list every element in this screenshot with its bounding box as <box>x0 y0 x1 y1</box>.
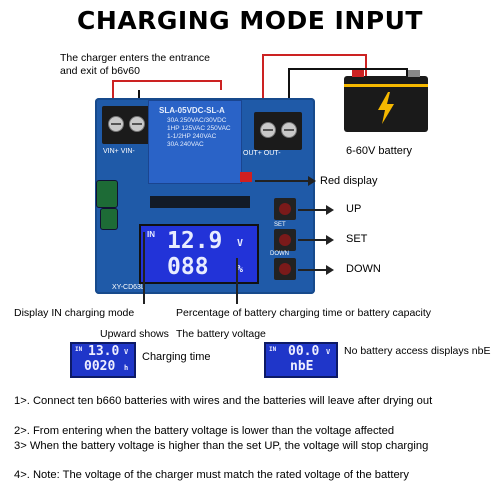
mini-lcd-tag: IN <box>269 346 277 353</box>
page-title: CHARGING MODE INPUT <box>77 6 423 35</box>
note-2: 2>. From entering when the battery volta… <box>14 425 395 437</box>
red-led-display <box>240 172 252 182</box>
arrow-head <box>326 205 334 215</box>
wire-out-neg-drop <box>406 68 408 80</box>
pointer-set <box>298 239 328 241</box>
set-button[interactable] <box>274 229 296 251</box>
lcd-in-tag: IN <box>147 230 155 239</box>
relay-model: SLA-05VDC-SL-A <box>159 106 225 115</box>
relay: SLA-05VDC-SL-A 30A 250VAC/30VDC 1HP 125V… <box>148 100 242 184</box>
red-display-label: Red display <box>320 175 378 187</box>
mini-lcd-charging-time: IN 13.0 V 0020 h <box>70 342 136 378</box>
lcd-display: IN 12.9 V 088 % <box>139 224 259 284</box>
wire-in-top <box>112 80 222 82</box>
mini-lcd-top: 00.0 <box>288 344 320 359</box>
wire-in-right <box>220 80 222 90</box>
note-1: 1>. Connect ten b660 batteries with wire… <box>14 395 433 407</box>
lightning-bolt-icon <box>378 92 394 124</box>
display-in-label: Display IN charging mode <box>14 307 135 319</box>
wire-out-neg <box>288 68 290 114</box>
upward-shows-label: Upward shows <box>100 328 169 340</box>
input-terminal <box>102 106 150 144</box>
up-button[interactable] <box>274 198 296 220</box>
note-4: 4>. Note: The voltage of the charger mus… <box>14 469 410 481</box>
relay-line: 1-1/2HP 240VAC <box>167 133 217 140</box>
wire-out-pos <box>262 54 264 114</box>
mini-lcd-bottom-unit: h <box>124 364 129 372</box>
lcd-voltage-unit: V <box>237 238 244 249</box>
down-button-label: DOWN <box>270 251 289 257</box>
wire-out-top <box>262 54 367 56</box>
arrow-head <box>326 265 334 275</box>
terminal-in-label: VIN+ VIN- <box>103 148 135 155</box>
wire-out-drop <box>365 54 367 80</box>
pointer-down <box>298 269 328 271</box>
model-label: XY-CD63L <box>112 284 145 291</box>
terminal-out-label: OUT+ OUT- <box>243 150 281 157</box>
mini-lcd-top: 13.0 <box>88 344 120 359</box>
pin-header <box>150 196 250 208</box>
mini-lcd-bottom: 0020 <box>84 359 116 374</box>
pointer-percentage <box>236 258 238 304</box>
relay-line: 1HP 125VAC 250VAC <box>167 125 231 132</box>
percentage-label: Percentage of battery charging time or b… <box>176 307 432 319</box>
mini-lcd-bottom: nbE <box>290 359 314 374</box>
down-button[interactable] <box>274 258 296 280</box>
battery-voltage-range: 6-60V battery <box>346 145 413 157</box>
relay-line: 30A 240VAC <box>167 141 204 148</box>
wire-in-left <box>112 80 114 112</box>
mini-lcd-tag: IN <box>75 346 83 353</box>
car-battery-icon <box>344 70 428 132</box>
wire-out-neg-top <box>288 68 408 70</box>
pointer-red-display <box>255 180 313 182</box>
capacitor <box>100 208 118 230</box>
mini-lcd-top-unit: V <box>124 348 129 356</box>
set-button-label: SET <box>274 222 286 228</box>
note-3: 3> When the battery voltage is higher th… <box>14 440 429 452</box>
up-label: UP <box>346 203 362 215</box>
charger-entrance-label: The charger enters the entrance and exit… <box>60 52 211 77</box>
relay-line: 30A 250VAC/30VDC <box>167 117 227 124</box>
down-label: DOWN <box>346 263 381 275</box>
lcd-voltage-value: 12.9 <box>167 228 223 254</box>
pointer-display-in <box>143 232 145 304</box>
arrow-head <box>308 176 316 186</box>
set-label: SET <box>346 233 368 245</box>
charging-time-label: Charging time <box>142 351 211 363</box>
mini-lcd-no-battery: IN 00.0 V nbE <box>264 342 338 378</box>
lcd-percent-unit: % <box>237 264 244 275</box>
output-terminal <box>254 112 302 150</box>
battery-voltage-label: The battery voltage <box>176 328 266 340</box>
pointer-up <box>298 209 328 211</box>
lcd-percent-value: 088 <box>167 254 209 280</box>
mini-lcd-top-unit: V <box>326 348 331 356</box>
capacitor <box>96 180 118 208</box>
no-battery-label: No battery access displays nbE <box>344 345 491 357</box>
arrow-head <box>326 235 334 245</box>
